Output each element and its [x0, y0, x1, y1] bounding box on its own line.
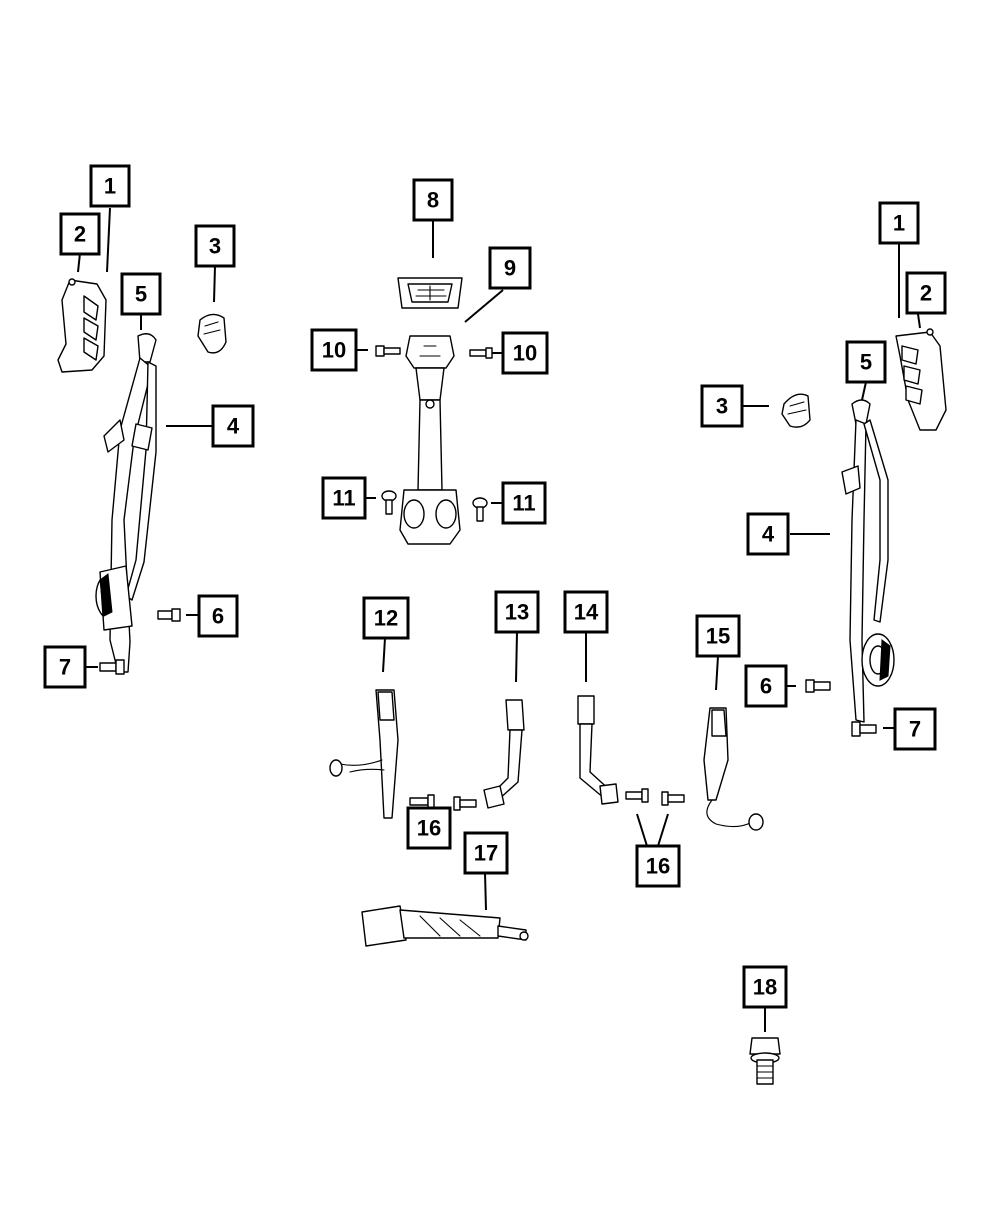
left-bolt-6	[157, 608, 181, 622]
callout-2: 2	[905, 271, 947, 315]
callout-1: 1	[89, 164, 131, 208]
callout-label: 5	[135, 282, 147, 307]
callout-label: 11	[332, 486, 355, 511]
callout-8: 8	[412, 178, 454, 222]
left-seat-belt-assembly	[95, 333, 157, 673]
callout-label: 10	[513, 341, 537, 366]
center-bolt-10-right	[469, 347, 493, 359]
callout-label: 5	[860, 350, 872, 375]
callout-4: 4	[211, 404, 255, 448]
callout-12: 12	[362, 596, 410, 640]
callout-6: 6	[744, 664, 788, 708]
callout-5: 5	[845, 340, 887, 384]
callout-11: 11	[321, 476, 367, 520]
callout-label: 1	[104, 174, 116, 199]
callout-14: 14	[563, 590, 609, 634]
callout-label: 7	[59, 655, 71, 680]
buckle-bolt-16-c	[625, 788, 649, 803]
callout-label: 6	[760, 674, 772, 699]
callout-13: 13	[494, 590, 540, 634]
callout-label: 17	[474, 841, 498, 866]
callout-label: 2	[74, 222, 86, 247]
left-d-ring-cover	[197, 313, 227, 354]
right-bolt-6	[805, 679, 831, 693]
callout-3: 3	[194, 224, 236, 268]
callout-2: 2	[59, 212, 101, 256]
buckle-12	[329, 689, 399, 819]
callout-4: 4	[746, 512, 790, 556]
callout-7: 7	[893, 707, 937, 751]
callout-label: 15	[706, 624, 730, 649]
buckle-15	[703, 707, 764, 831]
right-bolt-7	[851, 721, 877, 737]
callout-11: 11	[501, 481, 547, 525]
callout-5: 5	[120, 272, 162, 316]
callout-label: 12	[374, 606, 398, 631]
callout-10: 10	[310, 328, 358, 372]
callout-label: 16	[417, 816, 441, 841]
buckle-bolt-16-b	[453, 796, 477, 811]
callout-6: 6	[197, 594, 239, 638]
right-height-adjuster-bracket	[895, 328, 947, 431]
callout-label: 4	[227, 414, 240, 439]
callout-17: 17	[463, 831, 509, 875]
callout-label: 8	[427, 188, 439, 213]
buckle-bolt-16-d	[661, 791, 685, 806]
callout-label: 13	[505, 600, 529, 625]
bolt-18	[749, 1037, 781, 1085]
left-bolt-7	[99, 659, 125, 675]
callout-label: 3	[209, 234, 221, 259]
right-seat-belt-assembly	[841, 399, 895, 723]
callout-3: 3	[700, 384, 744, 428]
callout-label: 9	[504, 256, 516, 281]
callout-1: 1	[878, 201, 920, 245]
buckle-13	[483, 699, 525, 809]
leader-lines	[77, 207, 921, 1032]
callout-label: 10	[322, 338, 346, 363]
callout-18: 18	[742, 965, 788, 1009]
callout-label: 11	[512, 491, 535, 516]
callout-label: 3	[716, 394, 728, 419]
callout-15: 15	[695, 614, 741, 658]
left-height-adjuster-bracket	[57, 278, 107, 373]
buckle-17	[361, 905, 529, 947]
callout-10: 10	[501, 331, 549, 375]
callout-7: 7	[43, 645, 87, 689]
center-bolt-11-left	[381, 490, 397, 515]
callout-label: 1	[893, 211, 905, 236]
center-retractor-cover	[397, 277, 463, 309]
center-seat-belt-retractor	[399, 335, 461, 545]
callout-label: 4	[762, 522, 775, 547]
buckle-bolt-16-a	[409, 794, 435, 809]
center-bolt-11-right	[472, 497, 488, 522]
buckle-14	[577, 695, 619, 805]
callout-label: 18	[753, 975, 777, 1000]
right-d-ring-cover	[781, 393, 811, 428]
callout-label: 14	[574, 600, 599, 625]
callout-label: 16	[646, 854, 670, 879]
callout-16: 16	[635, 844, 681, 888]
callout-label: 7	[909, 717, 921, 742]
callout-16: 16	[406, 806, 452, 850]
callout-label: 6	[212, 604, 224, 629]
callout-9: 9	[488, 246, 532, 290]
center-bolt-10-left	[375, 345, 401, 357]
callout-label: 2	[920, 281, 932, 306]
